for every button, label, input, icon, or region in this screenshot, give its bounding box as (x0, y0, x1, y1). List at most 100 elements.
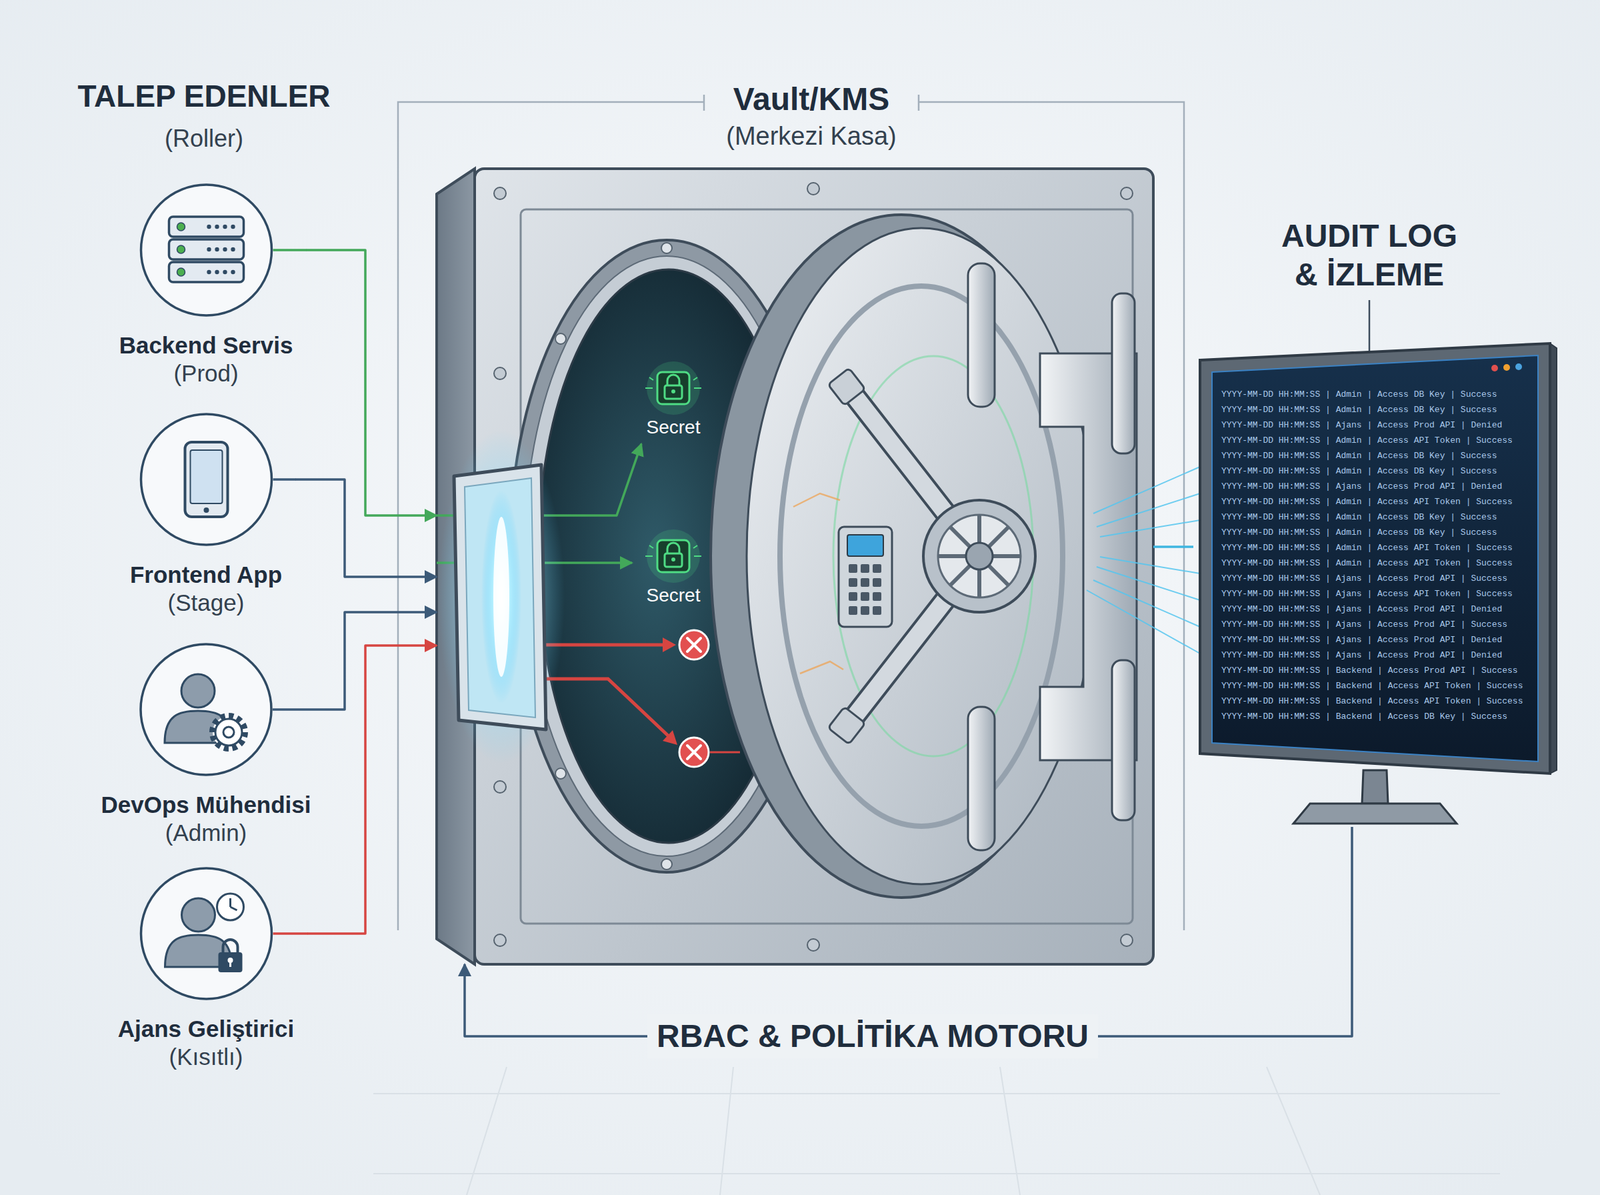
floor-grid (373, 1066, 1500, 1195)
log-text: YYYY-MM-DD HH:MM:SS | Ajans | Access API… (1221, 586, 1523, 602)
connector-stub (272, 932, 308, 935)
clock-face (216, 893, 244, 920)
vault-illustration-part-part (661, 858, 672, 870)
vault-illustration-part-part (807, 938, 820, 951)
label-slot: TALEP EDENLER (77, 78, 330, 115)
role-outline (140, 414, 272, 545)
log-text: YYYY-MM-DD HH:MM:SS | Admin | Access DB … (1221, 402, 1523, 418)
denied-arrows-part (662, 637, 676, 652)
keyhole (671, 389, 676, 394)
vault-text: Vault/KMS (611, 80, 1012, 119)
audit-beams (1086, 466, 1200, 654)
vault-illustration-part (828, 706, 866, 744)
connector-stub (272, 478, 296, 481)
server-unit (168, 239, 244, 260)
audit-leader (1368, 300, 1371, 351)
vault-illustration-part (746, 228, 1096, 884)
role-icon (168, 216, 244, 282)
policy-gate-part (454, 464, 546, 730)
server-dot (214, 247, 219, 252)
vault-illustration-part (780, 286, 1063, 826)
window-dot (1503, 364, 1510, 371)
person-head (181, 674, 215, 708)
monitor-bezel (1200, 343, 1550, 774)
vault-illustration-part-part (494, 367, 506, 380)
log-text: YYYY-MM-DD HH:MM:SS | Admin | Access API… (1221, 555, 1523, 571)
secret-text: Secret (632, 416, 715, 439)
server-dot (206, 247, 211, 252)
denied-arrows-part (679, 737, 709, 767)
vault-illustration-part-part (494, 934, 506, 946)
vault-illustration-part-part (860, 592, 870, 601)
log-text: YYYY-MM-DD HH:MM:SS | Admin | Access DB … (1221, 509, 1523, 525)
secret-glow (646, 361, 700, 415)
vault-illustration-part-part (1120, 934, 1133, 946)
monitor-base (1293, 803, 1457, 824)
gear-teeth (212, 716, 245, 748)
role-icon (164, 674, 245, 748)
denied-arrows-part (662, 730, 678, 745)
secret-node: Secret (632, 528, 715, 612)
plain-text: RBAC & POLİTİKA MOTORU (656, 1016, 1089, 1056)
server-dot (222, 270, 227, 274)
lock-shackle (222, 939, 238, 954)
vault-text: (Merkezi Kasa) (611, 121, 1012, 152)
server-dot (230, 224, 235, 229)
phone-body (184, 442, 228, 517)
status-led (176, 268, 185, 276)
server-dot (206, 224, 211, 229)
heading-label: (Roller) (164, 124, 244, 153)
server-dot (222, 247, 227, 252)
keyhole-slot (229, 960, 232, 967)
gear-body (215, 718, 242, 746)
vault-illustration-part (1112, 660, 1135, 820)
server-dot (222, 224, 227, 229)
label-slot: (Roller) (164, 124, 244, 153)
lock-body (218, 952, 242, 972)
connector (296, 479, 438, 577)
keyhole (671, 557, 676, 562)
vault-illustration-part (838, 526, 892, 627)
role-node: Frontend App(Stage) (116, 412, 296, 617)
server-dot (230, 270, 235, 274)
vault-illustration-part (923, 500, 1036, 612)
monitor-neck (1362, 770, 1388, 804)
log-text: YYYY-MM-DD HH:MM:SS | Backend | Access D… (1221, 708, 1523, 724)
role-outline (140, 644, 272, 775)
window-dot (1515, 363, 1522, 370)
log-text: YYYY-MM-DD HH:MM:SS | Backend | Access P… (1221, 662, 1523, 678)
connector (306, 250, 438, 516)
gear-hole (223, 726, 234, 738)
phone-screen (190, 450, 222, 504)
log-text: YYYY-MM-DD HH:MM:SS | Admin | Access DB … (1221, 448, 1523, 464)
denied-arrows-part (710, 751, 740, 754)
server-dot (230, 247, 235, 252)
lock-body (664, 385, 682, 399)
vault-illustration-part-part (494, 780, 506, 793)
role-text: DevOps Mühendisi (87, 790, 325, 819)
policy-gate-part (464, 478, 536, 718)
secret-lock (645, 361, 702, 415)
role-icon (184, 442, 228, 517)
vault-illustration-part (938, 514, 1021, 598)
lock-body (664, 553, 682, 567)
phone-button (203, 507, 209, 513)
sparkle (645, 545, 702, 556)
policy-gate-part (493, 516, 510, 677)
sparkle (645, 377, 702, 388)
vault-illustration-part (938, 514, 1021, 598)
vault-illustration-part (1112, 293, 1135, 454)
vault-illustration-part-part (1120, 187, 1133, 200)
floor-grid-part (373, 1066, 1500, 1195)
monitor-heading: AUDIT LOG & İZLEME (1273, 216, 1466, 294)
vault-illustration-part-part (872, 578, 882, 587)
vault-illustration-part-part (860, 578, 870, 587)
denied-arrows-part (687, 638, 701, 652)
vault-illustration-part-part (872, 564, 882, 573)
secret-text: Secret (632, 584, 715, 607)
role-node: Ajans Geliştirici(Kısıtlı) (104, 866, 308, 1071)
server-dot (214, 224, 219, 229)
connector (464, 964, 648, 1036)
